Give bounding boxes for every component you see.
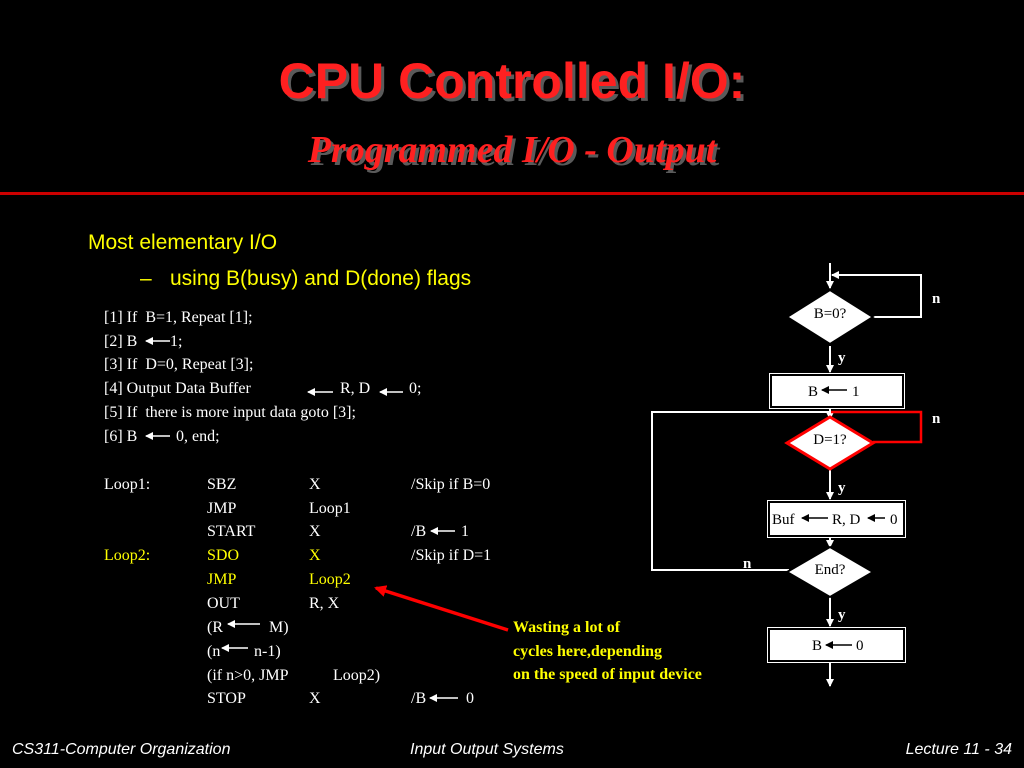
prog-arg: X bbox=[309, 690, 321, 707]
prog-arg: M) bbox=[269, 619, 289, 636]
prog-arg: Loop2 bbox=[309, 571, 351, 588]
flow-lines bbox=[651, 263, 922, 687]
prog-label-loop1: Loop1: bbox=[104, 476, 151, 493]
branch-no-label: n bbox=[932, 291, 941, 307]
slide-title: CPU Controlled I/O: bbox=[278, 53, 746, 109]
decision-end bbox=[785, 545, 875, 599]
note-line: cycles here,depending bbox=[513, 642, 663, 660]
process-output-right: R, D bbox=[832, 512, 861, 528]
prog-comment: /Skip if D=1 bbox=[411, 547, 492, 564]
process-clear-busy-right: 0 bbox=[856, 638, 864, 654]
prog-op: JMP bbox=[207, 571, 237, 588]
note-line: Wasting a lot of bbox=[513, 619, 621, 636]
prog-arg: X bbox=[309, 523, 321, 540]
prog-op: START bbox=[207, 523, 256, 540]
prog-arg: n-1) bbox=[254, 643, 281, 660]
bullet-dash: – bbox=[140, 267, 152, 290]
step-2-label: [2] B bbox=[104, 333, 138, 350]
prog-op: SBZ bbox=[207, 476, 237, 493]
bullet-level2: using B(busy) and D(done) flags bbox=[170, 267, 472, 290]
step-6-label: [6] B bbox=[104, 428, 138, 445]
process-output-value: 0 bbox=[890, 512, 898, 528]
footer-course: CS311-Computer Organization bbox=[12, 741, 231, 758]
footer-lecture: Lecture 11 - 34 bbox=[905, 741, 1012, 758]
prog-op: (if n>0, JMP bbox=[207, 667, 289, 684]
title-divider bbox=[0, 192, 1024, 195]
process-output bbox=[767, 500, 906, 538]
prog-op: (R bbox=[207, 619, 223, 636]
assign-arrows bbox=[145, 337, 458, 702]
step-3: [3] If D=0, Repeat [3]; bbox=[104, 356, 254, 373]
prog-arg: X bbox=[309, 547, 321, 564]
step-1: [1] If B=1, Repeat [1]; bbox=[104, 309, 253, 326]
prog-arg: Loop1 bbox=[309, 500, 351, 517]
process-clear-busy-left: B bbox=[812, 638, 823, 654]
prog-comment: /Skip if B=0 bbox=[411, 476, 491, 493]
prog-op: (n bbox=[207, 643, 221, 660]
note-line: on the speed of input device bbox=[513, 666, 702, 683]
branch-no-label: n bbox=[932, 411, 941, 427]
prog-comment: /B bbox=[411, 523, 427, 540]
prog-op: SDO bbox=[207, 547, 240, 564]
decision-d1-label: D=1? bbox=[813, 432, 847, 448]
process-set-busy-left: B bbox=[808, 384, 819, 400]
bullet-level1: Most elementary I/O bbox=[88, 231, 278, 254]
prog-op: STOP bbox=[207, 690, 246, 707]
step-2-value: 1; bbox=[170, 333, 183, 350]
process-output-left: Buf bbox=[772, 512, 795, 528]
prog-comment: /B bbox=[411, 690, 427, 707]
prog-comment-value: 1 bbox=[461, 523, 469, 540]
step-6-value: 0, end; bbox=[176, 428, 220, 445]
branch-no-label: n bbox=[743, 556, 752, 572]
branch-yes-label: y bbox=[838, 350, 846, 366]
pointer-arrow-icon bbox=[374, 585, 509, 632]
step-4-label: [4] Output Data Buffer bbox=[104, 380, 251, 397]
branch-yes-label: y bbox=[838, 607, 846, 623]
prog-arg: R, X bbox=[309, 595, 340, 612]
prog-label-loop2: Loop2: bbox=[104, 547, 151, 564]
process-set-busy-right: 1 bbox=[852, 384, 860, 400]
d-wait-loop bbox=[831, 410, 923, 444]
step-4-regs: R, D bbox=[340, 380, 371, 397]
step-4-value: 0; bbox=[409, 380, 422, 397]
prog-op: JMP bbox=[207, 500, 237, 517]
prog-op: OUT bbox=[207, 595, 240, 612]
prog-comment-value: 0 bbox=[466, 690, 474, 707]
branch-yes-label: y bbox=[838, 480, 846, 496]
slide-subtitle: Programmed I/O - Output bbox=[307, 129, 717, 171]
prog-arg: X bbox=[309, 476, 321, 493]
step-5: [5] If there is more input data goto [3]… bbox=[104, 404, 356, 421]
process-set-busy bbox=[769, 373, 905, 409]
prog-arg: Loop2) bbox=[333, 667, 381, 684]
decision-b0-label: B=0? bbox=[813, 306, 847, 322]
decision-b0 bbox=[785, 288, 875, 346]
footer-topic: Input Output Systems bbox=[410, 741, 564, 758]
wasting-cycles-note: Wasting a lot of cycles here,depending o… bbox=[513, 616, 702, 687]
decision-d1 bbox=[784, 415, 876, 471]
decision-end-label: End? bbox=[814, 562, 846, 578]
